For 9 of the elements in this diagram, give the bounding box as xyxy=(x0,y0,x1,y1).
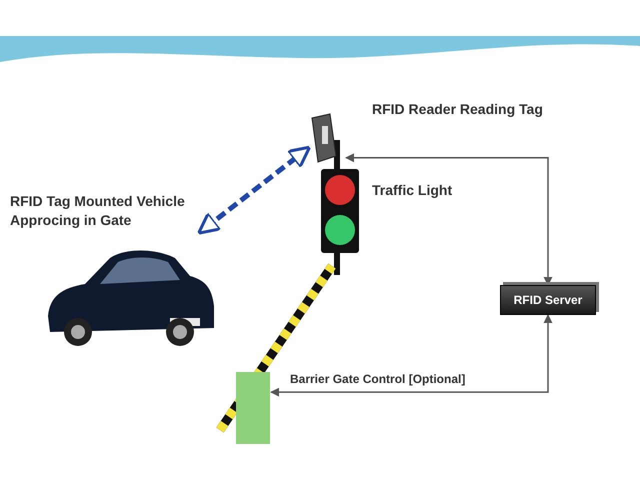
caption-text: Traffic Light xyxy=(372,181,454,200)
arrow xyxy=(270,314,552,397)
signal-arrow xyxy=(197,146,312,235)
caption-text: RFID Reader Reading Tag xyxy=(372,100,544,119)
server-box xyxy=(500,285,596,315)
traffic-light-drawing xyxy=(320,168,360,254)
caption-text: RFID Tag Mounted Vehicle Approcing in Gate xyxy=(10,192,186,230)
gate-post xyxy=(236,372,270,444)
node-label: RFID Server xyxy=(514,293,582,307)
